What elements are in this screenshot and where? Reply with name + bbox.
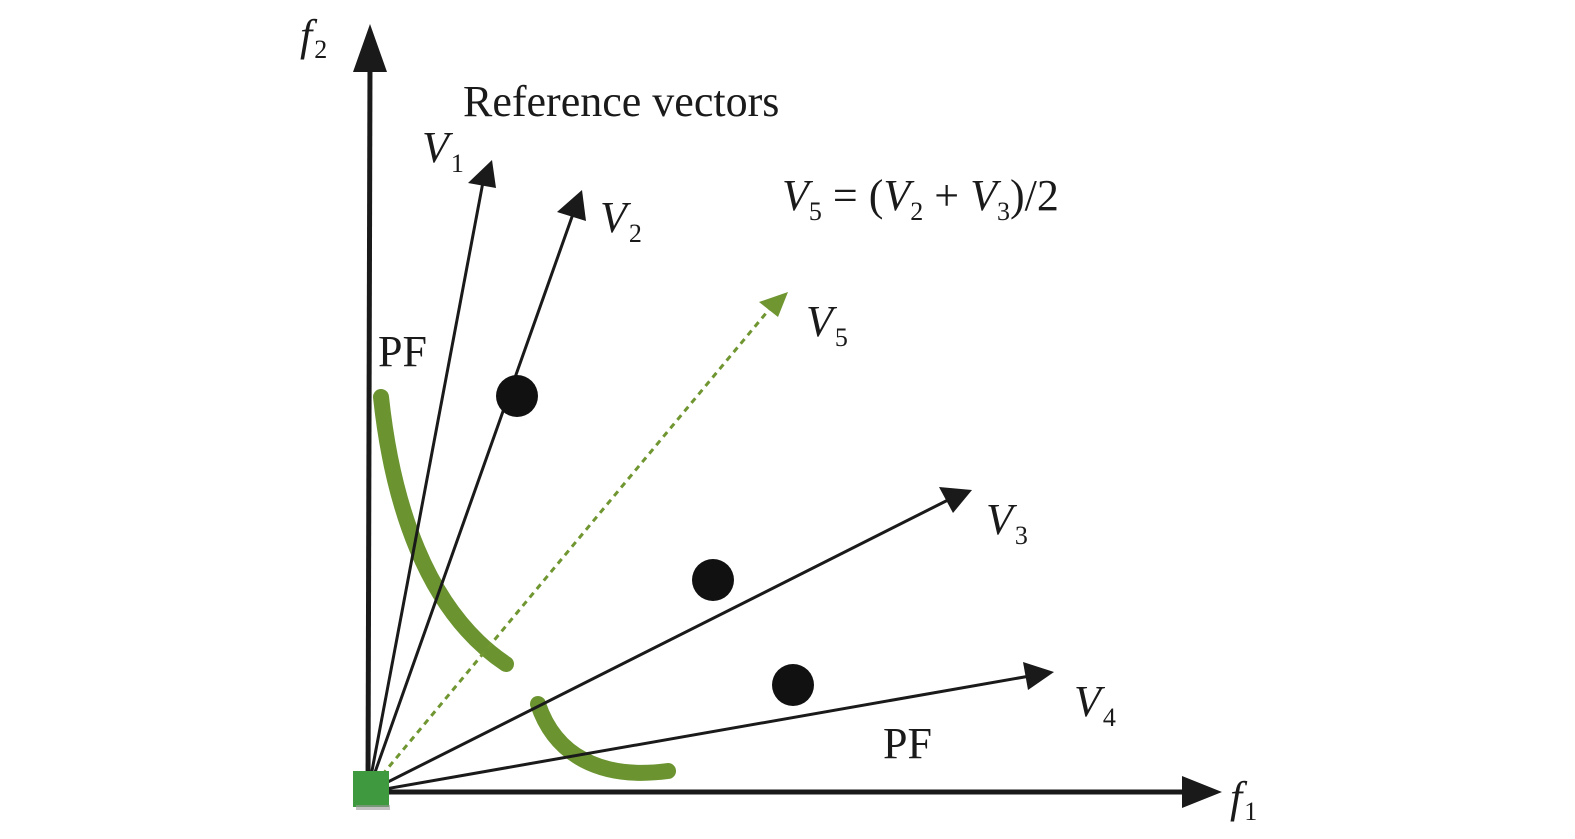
solution-point (692, 559, 734, 601)
y-axis-label: f2 (300, 11, 327, 64)
pareto-front-label-lower: PF (883, 719, 932, 768)
vector-label-v5: V5 (806, 297, 848, 352)
y-axis (365, 61, 373, 793)
reference-vector-v5-arrowhead (759, 292, 788, 317)
reference-vector-v3-arrowhead (939, 487, 972, 513)
y-axis-arrowhead (353, 24, 387, 72)
x-axis-label: f1 (1230, 773, 1257, 826)
reference-vector-v1-arrowhead (468, 160, 496, 188)
diagram-title: Reference vectors (463, 77, 779, 126)
pareto-front-label-upper: PF (378, 327, 427, 376)
pareto-front-lower-curve (530, 696, 676, 781)
ideal-point-marker-shadow (356, 805, 390, 810)
reference-vector-v2-arrowhead (557, 190, 586, 221)
vector-label-v4: V4 (1074, 677, 1116, 732)
pareto-front-upper-curve (373, 389, 514, 672)
solution-point (496, 375, 538, 417)
vector-label-v3: V3 (986, 495, 1028, 550)
solution-point (772, 664, 814, 706)
reference-vector-v2 (366, 213, 575, 793)
vector-label-v1: V1 (422, 123, 464, 178)
v5-formula: V5 = (V2 + V3)/2 (782, 171, 1059, 226)
reference-vector-v4 (367, 674, 1031, 794)
reference-vector-v1 (366, 181, 485, 793)
reference-vector-v4-arrowhead (1023, 662, 1054, 690)
ideal-point-marker (353, 771, 389, 807)
vector-label-v2: V2 (600, 193, 642, 248)
x-axis-arrowhead (1182, 776, 1222, 808)
reference-vector-v3 (367, 498, 949, 794)
reference-vector-v5 (366, 305, 774, 793)
